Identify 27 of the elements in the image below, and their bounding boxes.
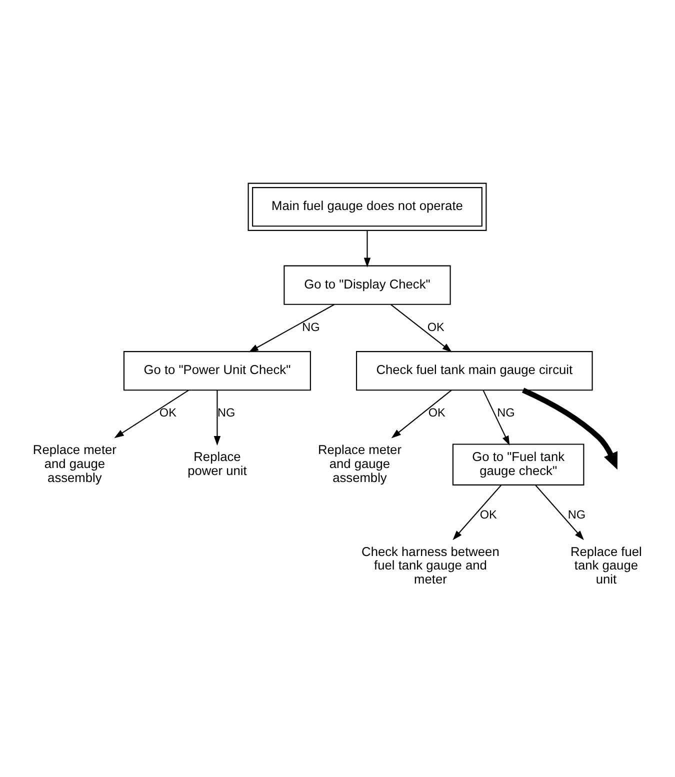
edge-label: OK [480,508,497,522]
node-box: Go to "Power Unit Check" [123,351,311,391]
edge-label: OK [159,406,176,420]
arrow [248,304,335,352]
arrow [364,230,371,268]
arrow [391,390,452,438]
node-box: Go to "Display Check" [284,265,451,305]
edge-label: OK [427,320,444,334]
node-text: Replace meter and gauge assembly [32,442,116,485]
arrow [114,390,189,438]
arrow [214,390,221,446]
arrow [390,304,452,352]
edge-label: NG [217,406,236,420]
node-text: Replace fuel tank gauge unit [570,544,642,587]
node-box: Main fuel gauge does not operate [248,182,487,231]
node-text: Replace power unit [188,448,247,478]
edge-label: OK [428,406,446,420]
edge-label: NG [568,508,586,522]
arrow [482,390,510,446]
node-text: Replace meter and gauge assembly [318,442,402,485]
node-text: Check harness between fuel tank gauge and meter [362,544,500,587]
arrow [452,484,502,540]
node-box: Go to "Fuel tank gauge check" [452,444,584,486]
edge-label: NG [302,320,320,334]
node-box: Check fuel tank main gauge circuit [356,351,593,391]
arrow [535,484,584,540]
edge-label: NG [497,406,515,420]
